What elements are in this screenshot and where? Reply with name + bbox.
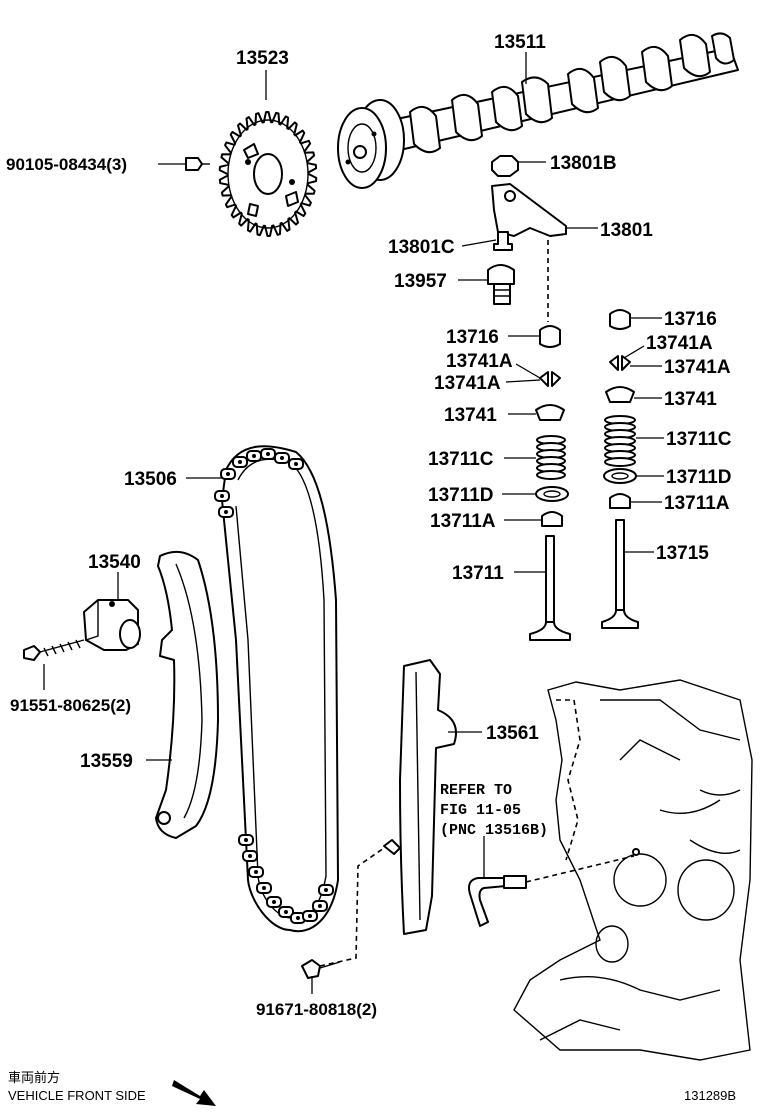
front-direction-arrow-icon <box>172 1080 216 1106</box>
label-13741-left[interactable]: 13741 <box>444 405 497 426</box>
label-13711[interactable]: 13711 <box>452 563 504 584</box>
label-13711d-right[interactable]: 13711D <box>666 467 732 488</box>
label-damper-bolt[interactable]: 91671-80818(2) <box>256 1000 377 1019</box>
label-13957[interactable]: 13957 <box>394 271 447 292</box>
seal-left[interactable] <box>541 511 563 527</box>
chain-pin <box>284 910 288 914</box>
keeper-left[interactable] <box>539 371 561 387</box>
lash-adjuster[interactable] <box>487 264 515 305</box>
keeper-right[interactable] <box>609 355 631 371</box>
chain-tensioner[interactable] <box>83 599 141 651</box>
valve-cap-right[interactable] <box>609 309 631 330</box>
direction-label-en: VEHICLE FRONT SIDE <box>8 1088 146 1103</box>
spring-coil <box>604 457 636 467</box>
chain-pin <box>226 472 230 476</box>
label-13801c[interactable]: 13801C <box>388 237 455 258</box>
retainer-left[interactable] <box>535 404 565 421</box>
label-13801b[interactable]: 13801B <box>550 153 617 174</box>
seal-right[interactable] <box>609 493 631 509</box>
reference-line-1: REFER TO <box>440 782 512 799</box>
label-13741a-right-top[interactable]: 13741A <box>646 333 713 354</box>
spring-coil <box>536 470 566 480</box>
reference-note[interactable]: REFER TO FIG 11-05 (PNC 13516B) <box>440 782 548 839</box>
nut-13801b[interactable] <box>491 155 519 177</box>
chain-damper[interactable] <box>383 659 457 935</box>
chain-pin <box>252 454 256 458</box>
damper-bolt[interactable] <box>301 959 341 979</box>
chain-pin <box>280 456 284 460</box>
seat-right[interactable] <box>603 468 637 484</box>
label-13711a-right[interactable]: 13711A <box>664 493 730 514</box>
adjust-screw[interactable] <box>493 231 513 251</box>
reference-line-2: FIG 11-05 <box>440 802 521 819</box>
oil-pipe[interactable] <box>468 848 640 927</box>
label-13540[interactable]: 13540 <box>88 552 141 573</box>
timing-chain[interactable] <box>214 445 339 933</box>
intake-valve[interactable] <box>529 535 571 641</box>
label-13506[interactable]: 13506 <box>124 469 177 490</box>
label-13711a-left[interactable]: 13711A <box>430 511 496 532</box>
leader-lines <box>43 52 664 994</box>
chain-pin <box>220 494 224 498</box>
chain-pin <box>248 854 252 858</box>
spring-left[interactable] <box>536 435 566 480</box>
label-13741-right[interactable]: 13741 <box>664 389 717 410</box>
part-labels: 13523 13511 90105-08434(3) 13801B 13801 … <box>6 32 732 1019</box>
label-13511[interactable]: 13511 <box>494 32 546 53</box>
chain-pin <box>244 838 248 842</box>
label-13741a-left-top[interactable]: 13741A <box>446 351 513 372</box>
chain-pin <box>238 460 242 464</box>
label-13715[interactable]: 13715 <box>656 543 709 564</box>
retainer-right[interactable] <box>605 386 635 403</box>
valve-cap-left[interactable] <box>539 325 561 348</box>
chain-pin <box>324 888 328 892</box>
label-13716-right[interactable]: 13716 <box>664 309 717 330</box>
exhaust-valve[interactable] <box>601 519 639 629</box>
chain-pin <box>308 914 312 918</box>
label-sprocket-bolt[interactable]: 90105-08434(3) <box>6 155 127 174</box>
label-13523[interactable]: 13523 <box>236 48 289 69</box>
footer: 車両前方 VEHICLE FRONT SIDE 131289B <box>8 1070 736 1106</box>
chain-slipper[interactable] <box>155 550 219 839</box>
sprocket-bolt[interactable] <box>185 157 210 171</box>
spring-right[interactable] <box>604 415 636 467</box>
chain-pin <box>272 900 276 904</box>
direction-label-jp: 車両前方 <box>8 1070 60 1085</box>
tensioner-bolt[interactable] <box>23 639 85 661</box>
camshaft[interactable] <box>337 32 739 189</box>
chain-pin <box>318 904 322 908</box>
label-13741a-left-bottom[interactable]: 13741A <box>434 373 501 394</box>
cam-sprocket[interactable] <box>218 111 318 237</box>
label-13801[interactable]: 13801 <box>600 220 653 241</box>
seat-left[interactable] <box>535 486 569 502</box>
reference-line-3: (PNC 13516B) <box>440 822 548 839</box>
label-13716-left[interactable]: 13716 <box>446 327 499 348</box>
chain-pin <box>254 870 258 874</box>
chain-pin <box>266 452 270 456</box>
label-13741a-right-bottom[interactable]: 13741A <box>664 357 731 378</box>
chain-pin <box>262 886 266 890</box>
chain-pin <box>224 510 228 514</box>
label-13711c-left[interactable]: 13711C <box>428 449 494 470</box>
label-13561[interactable]: 13561 <box>486 723 539 744</box>
rocker-arm[interactable] <box>491 183 567 237</box>
label-13711c-right[interactable]: 13711C <box>666 429 732 450</box>
chain-pin <box>294 462 298 466</box>
label-13711d-left[interactable]: 13711D <box>428 485 494 506</box>
chain-pin <box>296 916 300 920</box>
cylinder-head-outline <box>513 679 753 1061</box>
figure-code: 131289B <box>684 1088 736 1103</box>
label-tensioner-bolt[interactable]: 91551-80625(2) <box>10 696 131 715</box>
label-13559[interactable]: 13559 <box>80 751 133 772</box>
